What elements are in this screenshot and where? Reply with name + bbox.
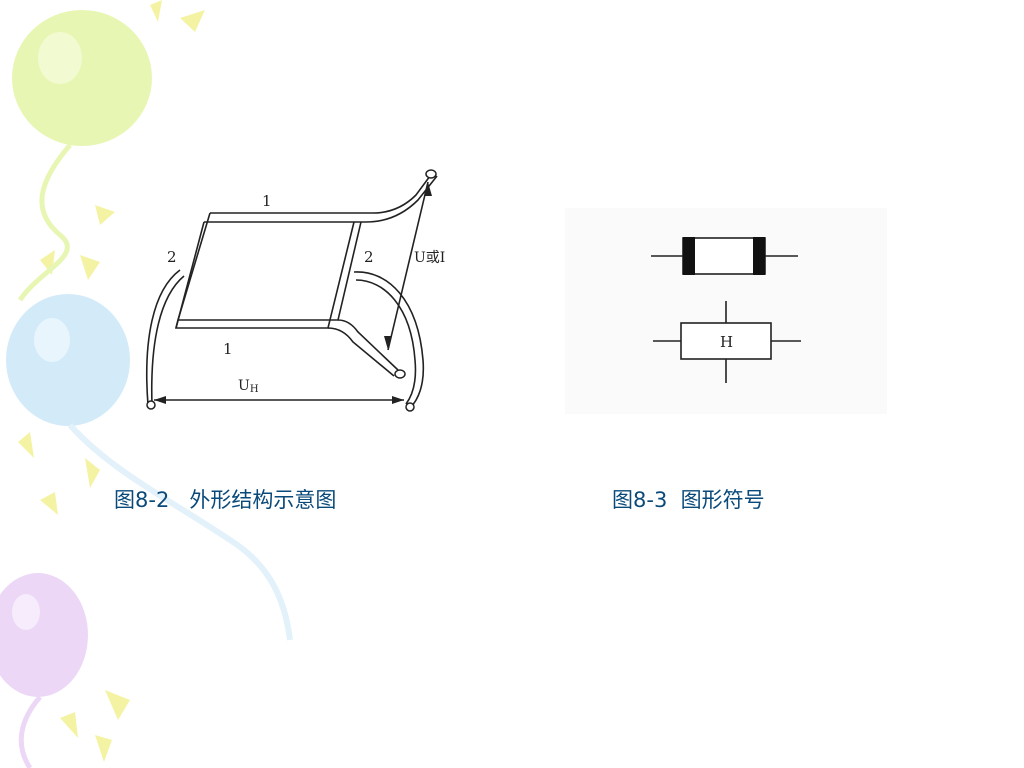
right-electrode <box>753 237 765 275</box>
label-right-2: 2 <box>364 248 374 266</box>
label-left-2: 2 <box>167 248 177 266</box>
hall-element-outline <box>682 237 766 275</box>
caption-figure-8-3: 图8-3 图形符号 <box>612 488 765 512</box>
label-bottom-1: 1 <box>223 340 233 358</box>
left-electrode <box>683 237 695 275</box>
right-lead <box>353 271 425 409</box>
symbol-diagram: H <box>565 208 887 414</box>
symbol-letter-h: H <box>720 333 733 351</box>
label-output: UH <box>238 378 259 395</box>
balloon-decoration <box>0 0 293 768</box>
purple-balloon <box>0 573 88 697</box>
yellow-rays <box>18 0 205 762</box>
label-control: U或I <box>414 250 445 266</box>
caption-figure-8-2: 图8-2 外形结构示意图 <box>114 488 337 512</box>
top-electrode-strip <box>210 171 434 214</box>
structure-diagram: 1 1 2 2 U或I UH <box>145 169 445 412</box>
blue-balloon <box>6 294 130 426</box>
label-top-1: 1 <box>262 192 272 210</box>
left-lead <box>145 269 181 406</box>
yellow-balloon <box>12 10 152 146</box>
